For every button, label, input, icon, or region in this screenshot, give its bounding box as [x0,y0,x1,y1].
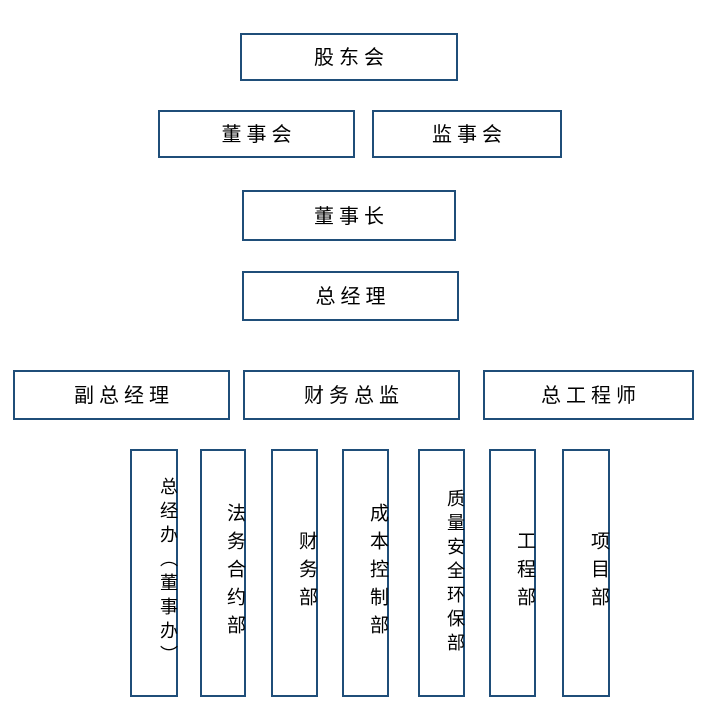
org-node-engineering-dept[interactable]: 工程部 [489,449,536,697]
org-node-project-dept[interactable]: 项目部 [562,449,610,697]
org-node-label: 质量安全环保部 [444,489,465,657]
org-node-deputy-general-manager[interactable]: 副总经理 [13,370,230,420]
org-node-label: 董事长 [314,203,389,228]
org-node-label: 财务部 [296,531,318,615]
org-node-financial-director[interactable]: 财务总监 [243,370,460,420]
org-node-label: 副总经理 [74,383,174,407]
org-node-label: 股东会 [314,45,389,69]
org-node-quality-safety-environment-dept[interactable]: 质量安全环保部 [418,449,465,697]
org-node-label: 总经理 [315,284,391,308]
org-node-shareholders-meeting[interactable]: 股东会 [240,33,458,81]
org-node-label: 董事会 [221,122,297,146]
org-node-general-manager[interactable]: 总经理 [242,271,459,321]
org-node-label: 成本控制部 [367,503,389,643]
org-node-finance-dept[interactable]: 财务部 [271,449,318,697]
org-node-board-of-directors[interactable]: 董事会 [158,110,355,158]
org-node-label: 总经办（董事办） [157,477,178,669]
org-node-label: 财务总监 [304,383,404,407]
org-node-cost-control-dept[interactable]: 成本控制部 [342,449,389,697]
org-node-gm-office[interactable]: 总经办（董事办） [130,449,178,697]
org-node-label: 总工程师 [541,383,641,407]
org-node-label: 工程部 [514,531,536,615]
org-node-label: 监事会 [432,122,507,146]
org-node-label: 项目部 [588,531,610,615]
org-node-chairman[interactable]: 董事长 [242,190,456,241]
org-node-board-of-supervisors[interactable]: 监事会 [372,110,562,158]
org-node-legal-contract-dept[interactable]: 法务合约部 [200,449,246,697]
org-node-chief-engineer[interactable]: 总工程师 [483,370,694,420]
org-node-label: 法务合约部 [224,503,246,643]
